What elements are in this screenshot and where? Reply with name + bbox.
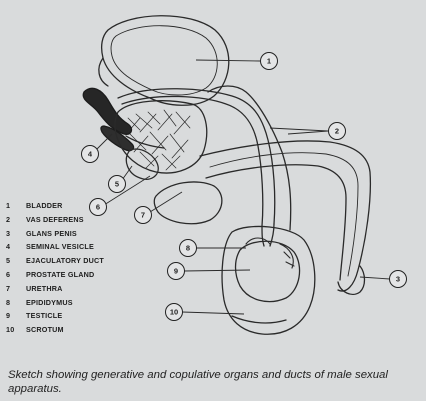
leader-5 [121, 165, 133, 181]
bladder-inner [110, 25, 218, 96]
callout-10-number: 10 [170, 308, 178, 317]
legend-number: 4 [6, 242, 11, 252]
prostate-gland [114, 100, 208, 174]
legend-label: URETHRA [26, 283, 63, 293]
callout-2-number: 2 [335, 127, 339, 136]
legend-number: 7 [6, 283, 11, 293]
epididymus [245, 237, 295, 269]
leader-9 [183, 269, 251, 272]
legend-number: 8 [6, 297, 11, 307]
legend-label: EJACULATORY DUCT [26, 256, 105, 266]
legend-number: 5 [6, 256, 11, 266]
legend-number: 9 [6, 311, 11, 321]
leader-2a [269, 127, 329, 132]
callout-4-number: 4 [88, 150, 93, 159]
penis-lower [205, 164, 347, 281]
legend-item-vas-deferens: 2 VAS DEFERENS [6, 213, 104, 227]
penis-upper [199, 140, 372, 292]
callout-10: 10 [165, 303, 183, 321]
callout-6: 6 [89, 198, 107, 216]
callout-9-number: 9 [174, 267, 178, 276]
legend-label: SEMINAL VESICLE [26, 242, 94, 252]
callout-8-number: 8 [186, 244, 190, 253]
legend-number: 1 [6, 201, 11, 210]
penis-inner [209, 152, 359, 277]
bulb [153, 181, 223, 225]
legend: 1 BLADDER 2 VAS DEFERENS 3 GLANS PENIS 4 SEM… [6, 199, 104, 337]
callout-3-number: 3 [396, 275, 400, 284]
legend-number: 2 [6, 214, 11, 224]
callout-6-number: 6 [96, 203, 100, 212]
vas-deferens-top [207, 85, 292, 231]
legend-item-scrotum: 10 SCROTUM [6, 323, 104, 337]
leader-2b [287, 130, 329, 135]
leader-6 [103, 175, 151, 206]
prostate-lower-lobe [125, 148, 159, 180]
callout-1: 1 [260, 52, 278, 70]
callout-8: 8 [179, 239, 197, 257]
callout-7: 7 [134, 206, 152, 224]
leader-4 [95, 133, 113, 151]
legend-number: 10 [6, 325, 15, 335]
callout-5-number: 5 [115, 180, 119, 189]
vas-deferens-upper-2 [121, 95, 264, 227]
legend-item-urethra: 7 URETHRA [6, 282, 104, 296]
seminal-vesicle-shape [82, 87, 133, 135]
legend-number: 3 [6, 228, 11, 238]
callout-5: 5 [108, 175, 126, 193]
callout-9: 9 [167, 262, 185, 280]
leader-3 [359, 276, 391, 280]
legend-label: EPIDIDYMUS [26, 297, 73, 307]
legend-item-epididymus: 8 EPIDIDYMUS [6, 296, 104, 310]
legend-label: SCROTUM [26, 325, 64, 335]
callout-4: 4 [81, 145, 99, 163]
ejaculatory-duct [125, 135, 165, 149]
legend-label: PROSTATE GLAND [26, 269, 95, 279]
scrotum-fold [231, 315, 287, 324]
callout-7-number: 7 [141, 211, 145, 220]
leader-1 [195, 59, 261, 62]
legend-item-ejaculatory-duct: 5 EJACULATORY DUCT [6, 254, 104, 268]
scrotum [221, 225, 316, 335]
callout-2: 2 [328, 122, 346, 140]
leader-7 [149, 191, 183, 213]
legend-item-bladder: 1 BLADDER [6, 199, 104, 213]
callout-1-number: 1 [267, 57, 271, 66]
legend-number: 6 [6, 269, 11, 279]
legend-item-testicle: 9 TESTICLE [6, 309, 104, 323]
figure-caption: Sketch showing generative and copulative… [8, 369, 388, 395]
leader-10 [181, 311, 245, 315]
legend-label: GLANS PENIS [26, 228, 77, 238]
vas-deferens-upper [117, 88, 276, 225]
callout-group: 1 2 3 4 5 6 7 8 9 10 [81, 52, 407, 321]
legend-item-prostate-gland: 6 PROSTATE GLAND [6, 268, 104, 282]
ureter [98, 57, 109, 87]
callout-3: 3 [389, 270, 407, 288]
glans-penis [337, 265, 366, 296]
legend-label: TESTICLE [26, 311, 63, 321]
vas-deferens-lower [261, 223, 275, 247]
legend-item-seminal-vesicle: 4 SEMINAL VESICLE [6, 240, 104, 254]
legend-label: BLADDER [26, 201, 63, 210]
testicle [234, 240, 301, 303]
legend-label: VAS DEFERENS [26, 214, 84, 224]
legend-item-glans-penis: 3 GLANS PENIS [6, 227, 104, 241]
